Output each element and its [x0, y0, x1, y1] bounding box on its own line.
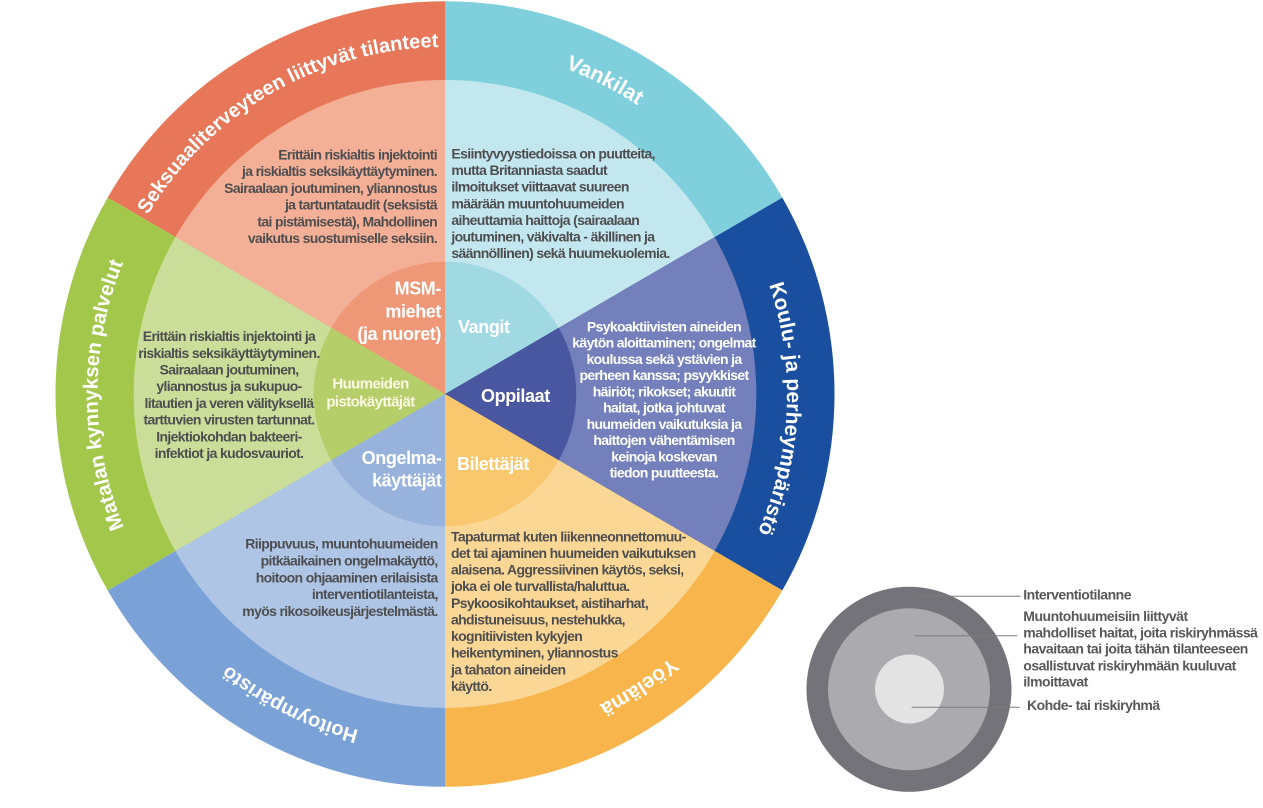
- svg-text:osallistuvat riskiryhmään kuul: osallistuvat riskiryhmään kuuluvat: [1023, 658, 1236, 674]
- svg-text:Ongelma-käyttäjät: Ongelma-käyttäjät: [362, 448, 442, 491]
- svg-text:havaitaan tai joita tähän tila: havaitaan tai joita tähän tilanteeseen: [1023, 641, 1248, 657]
- svg-text:Oppilaat: Oppilaat: [481, 386, 550, 406]
- svg-text:Interventiotilanne: Interventiotilanne: [1023, 586, 1131, 602]
- svg-text:Esiintyvyystiedoissa on puutte: Esiintyvyystiedoissa on puutteita,mutta …: [450, 146, 669, 262]
- svg-text:Bilettäjät: Bilettäjät: [457, 454, 529, 474]
- svg-text:Kohde- tai riskiryhmä: Kohde- tai riskiryhmä: [1027, 697, 1160, 713]
- svg-text:MSM-miehet(ja nuoret): MSM-miehet(ja nuoret): [357, 279, 441, 345]
- svg-text:Erittäin riskialtis injektoint: Erittäin riskialtis injektointi jariskia…: [138, 328, 319, 461]
- svg-text:Vangit: Vangit: [458, 317, 510, 337]
- svg-text:ilmoittavat: ilmoittavat: [1023, 674, 1088, 690]
- svg-text:Tapaturmat kuten liikenneonnet: Tapaturmat kuten liikenneonnettomuu-det …: [450, 528, 696, 694]
- svg-text:Muuntohuumeisiin liittyvät: Muuntohuumeisiin liittyvät: [1023, 608, 1188, 624]
- svg-text:mahdolliset haitat, joita risk: mahdolliset haitat, joita riskiryhmässä: [1023, 625, 1258, 641]
